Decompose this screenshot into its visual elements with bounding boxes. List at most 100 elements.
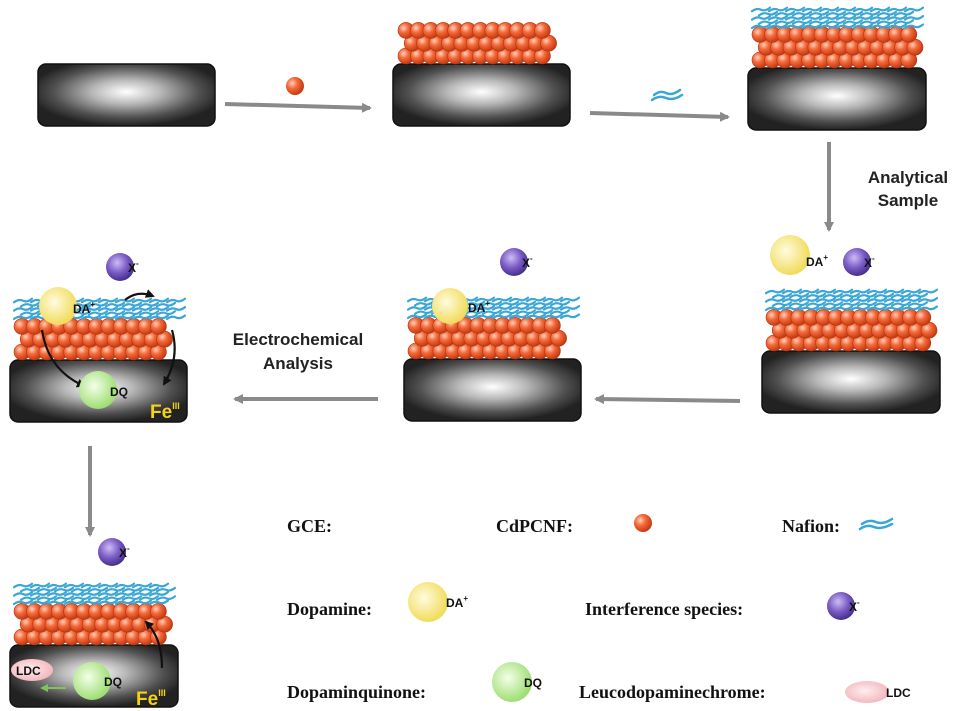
nafion-strand-icon	[19, 595, 41, 601]
nafion-strand-icon	[46, 591, 68, 597]
nafion-strand-icon	[474, 313, 496, 320]
dopaminquinone-sphere-icon: DQ	[492, 662, 542, 702]
nafion-strand-icon	[781, 305, 803, 312]
nafion-strand-icon	[866, 297, 888, 303]
nafion-strand-icon	[525, 305, 547, 311]
interference-sphere-icon: X-	[106, 253, 139, 281]
svg-text:X-: X-	[849, 598, 860, 614]
nafion-strand-icon	[784, 23, 806, 30]
nafion-strand-icon	[53, 586, 75, 593]
reduction-arrow	[144, 620, 164, 669]
nafion-strand-icon	[80, 599, 102, 606]
nafion-strand-icon	[12, 582, 34, 589]
nafion-strand-icon	[63, 599, 85, 606]
electrochemical-analysis-label: Electrochemical	[233, 330, 363, 349]
nafion-strand-icon	[97, 591, 119, 597]
nafion-strand-icon	[849, 288, 871, 295]
nafion-strand-icon	[148, 599, 170, 606]
nafion-strand-icon	[114, 306, 136, 312]
nafion-strand-icon	[121, 595, 143, 601]
nafion-strand-icon	[406, 313, 428, 320]
nafion-strand-icon	[148, 306, 170, 312]
nafion-strand-icon	[542, 313, 564, 320]
nafion-strand-icon	[131, 591, 153, 597]
nafion-strand-icon	[532, 300, 554, 307]
nafion-strand-icon	[12, 314, 34, 321]
nafion-strand-icon	[549, 300, 571, 307]
nafion-strand-icon	[121, 310, 143, 316]
electrode-layers-group	[9, 6, 941, 708]
nafion-strand-icon	[63, 582, 85, 589]
nafion-strand-icon	[856, 301, 878, 307]
nafion-strand-icon	[859, 10, 881, 17]
leucodopaminechrome-ellipse-icon: LDC	[11, 659, 53, 681]
nafion-strand-icon	[750, 15, 772, 21]
nafion-strand-icon	[559, 305, 581, 311]
nafion-strand-icon	[771, 292, 793, 299]
nafion-strand-icon	[750, 23, 772, 30]
nafion-strand-icon	[155, 586, 177, 593]
nafion-strand-icon	[842, 19, 864, 25]
cdpcnf-particle-icon	[914, 309, 932, 326]
nafion-strand-icon	[131, 314, 153, 321]
nafion-strand-icon	[165, 297, 187, 304]
nafion-strand-icon	[835, 6, 857, 13]
gce-electrode-icon	[747, 67, 927, 131]
nafion-strand-icon	[883, 288, 905, 295]
nafion-strand-icon	[791, 19, 813, 25]
nafion-strand-icon	[815, 288, 837, 295]
legend-gce-label: GCE:	[287, 516, 332, 536]
nafion-strand-icon	[900, 305, 922, 312]
nafion-strand-icon	[818, 6, 840, 13]
nafion-strand-icon	[104, 310, 126, 316]
nafion-strand-icon	[822, 301, 844, 307]
svg-text:DA+: DA+	[73, 300, 95, 316]
nafion-strand-icon	[767, 6, 789, 13]
nafion-strand-icon	[818, 23, 840, 30]
nafion-strand-icon	[893, 19, 915, 25]
nafion-strand-icon	[883, 297, 905, 303]
svg-text:DA+: DA+	[806, 253, 828, 269]
cdpcnf-particle-icon	[634, 514, 652, 532]
svg-text:X-: X-	[128, 259, 139, 275]
cdpcnf-particle-icon	[150, 603, 167, 620]
nafion-strand-icon	[155, 310, 177, 316]
nafion-strand-icon	[825, 10, 847, 17]
nafion-strand-icon	[835, 23, 857, 30]
nafion-strand-icon	[886, 15, 908, 21]
nafion-strand-icon	[97, 582, 119, 589]
nafion-strand-icon	[917, 288, 939, 295]
nafion-strand-icon	[784, 6, 806, 13]
nafion-strand-icon	[29, 591, 51, 597]
nafion-strand-icon	[46, 599, 68, 606]
nafion-strand-icon	[97, 599, 119, 606]
gce-electrode-icon	[403, 358, 582, 422]
nafion-strand-icon	[858, 517, 894, 531]
nafion-strand-icon	[481, 309, 503, 315]
nafion-strand-icon	[104, 595, 126, 601]
nafion-strand-icon	[750, 6, 772, 13]
nafion-strand-icon	[406, 296, 428, 303]
nafion-strand-icon	[19, 301, 41, 308]
nafion-strand-icon	[138, 301, 160, 308]
nafion-strand-icon	[114, 314, 136, 321]
nafion-strand-icon	[900, 297, 922, 303]
nafion-strand-icon	[36, 586, 58, 593]
nafion-strand-icon	[866, 305, 888, 312]
nafion-strand-icon	[873, 292, 895, 299]
legend-cdpcnf-label: CdPCNF:	[496, 516, 573, 536]
nafion-strand-icon	[774, 19, 796, 25]
nafion-strand-icon	[87, 586, 109, 593]
nafion-strand-icon	[798, 305, 820, 312]
nafion-strand-icon	[80, 314, 102, 321]
nafion-strand-icon	[63, 591, 85, 597]
nafion-strand-icon	[791, 10, 813, 17]
nafion-strand-icon	[148, 314, 170, 321]
analytical-sample-label: Analytical	[868, 168, 948, 187]
nafion-strand-icon	[805, 301, 827, 307]
nafion-strand-icon	[832, 305, 854, 312]
nafion-strand-icon	[808, 10, 830, 17]
nafion-strand-icon	[549, 309, 571, 315]
nafion-strand-icon	[839, 292, 861, 299]
